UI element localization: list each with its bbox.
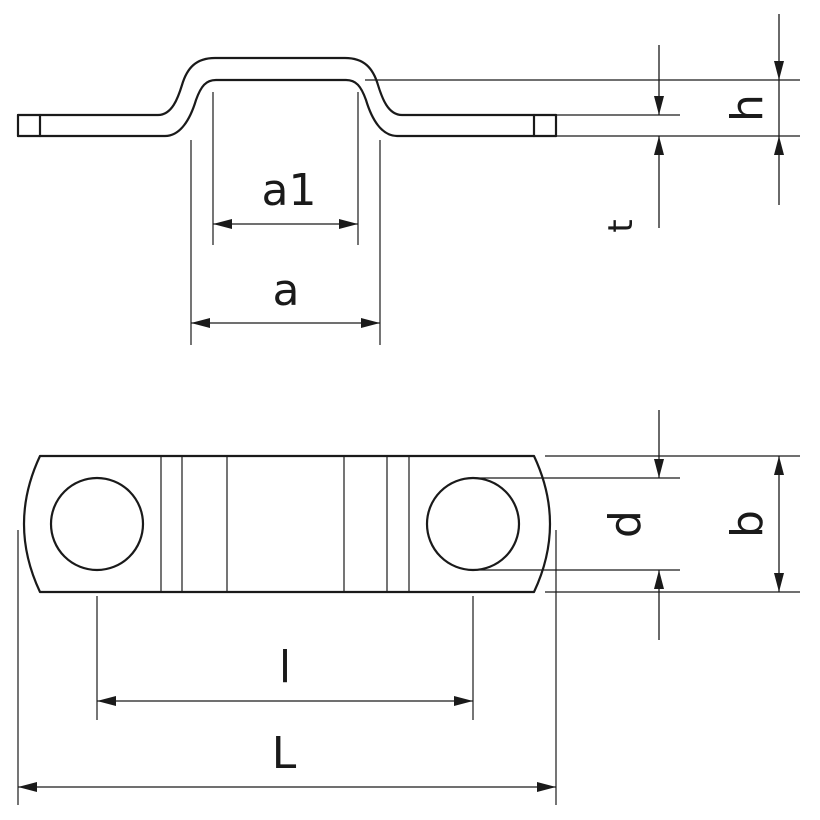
b-arrow-bottom — [774, 573, 784, 592]
L-arrow-left — [18, 782, 37, 792]
a-arrow-right — [361, 318, 380, 328]
l-label: l — [279, 642, 291, 693]
left-hole — [49, 476, 145, 572]
right-hole — [425, 476, 521, 572]
t-arrow-bottom — [654, 136, 664, 155]
strap-outer-profile — [16, 56, 558, 117]
d-label: d — [600, 510, 651, 538]
b-arrow-top — [774, 456, 784, 475]
strap-outline — [22, 454, 552, 594]
b-label: b — [722, 510, 773, 538]
d-arrow-top — [654, 459, 664, 478]
a-label: a — [273, 265, 300, 316]
t-arrow-top — [654, 96, 664, 115]
top-view: d b l L — [17, 410, 800, 805]
h-label: h — [722, 94, 773, 122]
L-label: L — [272, 728, 297, 779]
side-view: a1 a t h — [16, 14, 800, 345]
h-arrow-top — [774, 61, 784, 80]
h-arrow-bottom — [774, 136, 784, 155]
a1-arrow-right — [339, 219, 358, 229]
d-arrow-bottom — [654, 570, 664, 589]
l-arrow-left — [97, 696, 116, 706]
a-arrow-left — [191, 318, 210, 328]
t-label: t — [601, 219, 641, 232]
a1-label: a1 — [262, 165, 317, 216]
l-arrow-right — [454, 696, 473, 706]
L-arrow-right — [537, 782, 556, 792]
strap-inner-profile — [16, 78, 558, 138]
a1-arrow-left — [213, 219, 232, 229]
